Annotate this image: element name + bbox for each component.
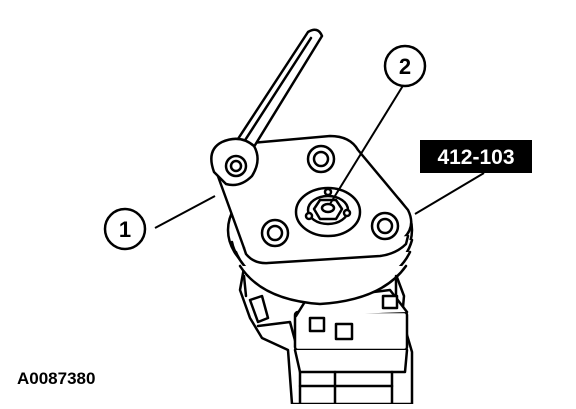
tool-number-tag-label: 412-103 (437, 146, 514, 169)
wrench (210, 28, 324, 187)
leader-lines (154, 83, 485, 229)
figure-id: A0087380 (17, 369, 95, 388)
center-hub (294, 186, 362, 238)
compressor-body (238, 260, 414, 406)
tool-number-tag-box (420, 140, 532, 173)
callout-2: 2 (383, 44, 427, 88)
callout-1-circle (103, 207, 147, 251)
callout-2-label: 2 (399, 54, 411, 79)
callout-1-label: 1 (119, 217, 131, 242)
callout-1: 1 (103, 207, 147, 251)
tool-number-tag: 412-103 (420, 140, 532, 173)
callout-2-circle (383, 44, 427, 88)
